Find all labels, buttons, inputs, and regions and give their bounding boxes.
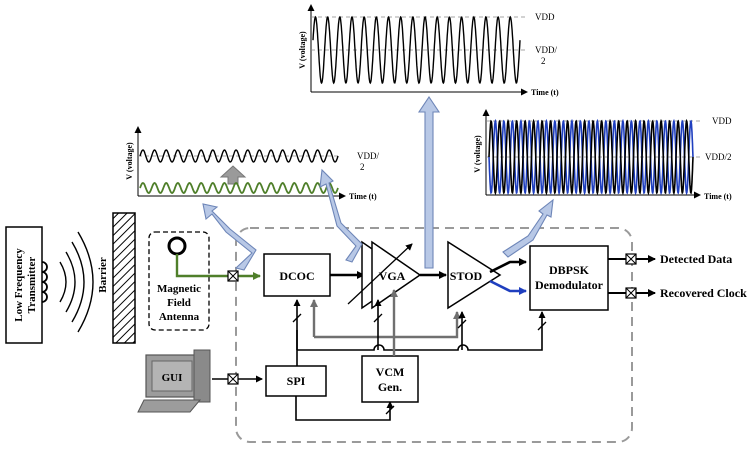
demod-label-2: Demodulator: [535, 278, 604, 292]
vcm-gen-block: VCM Gen.: [361, 355, 419, 403]
top-plot-ref-mid-1: VDD/: [535, 45, 557, 55]
vga-label: VGA: [379, 269, 406, 283]
transmitter-label-1: Low Frequency: [13, 248, 25, 322]
antenna-label-1: Magnetic: [157, 283, 201, 295]
callout-arrow-stod: [502, 198, 554, 258]
stod-label: STOD: [450, 269, 483, 283]
stod-to-demod-blue: [489, 279, 527, 295]
gui-label: GUI: [162, 372, 183, 384]
antenna-label-3: Antenna: [159, 311, 200, 323]
level-shift-arrow-icon: [219, 165, 247, 185]
plot-vga-waveform: V (voltage) Time (t) VDD VDD/ 2: [298, 4, 559, 97]
callout-arrow-dcoc: [319, 168, 363, 263]
right-plot-ref-top: VDD: [712, 116, 732, 126]
callout-arrow-vga: [417, 96, 441, 269]
vcm-label-1: VCM: [376, 365, 405, 379]
wave-right-black: [488, 118, 694, 196]
vga-block: VGA: [347, 240, 422, 310]
plot-dcoc-waveform: V (voltage) Time (t) VDD/ 2: [125, 126, 379, 201]
magnetic-field-waves-icon: [59, 231, 94, 333]
vcm-label-2: Gen.: [378, 380, 402, 394]
right-plot-ref-mid: VDD/2: [705, 152, 732, 162]
transmitter-label-2: Transmitter: [26, 257, 38, 314]
right-plot-xlabel: Time (t): [704, 192, 732, 201]
top-plot-xlabel: Time (t): [531, 88, 559, 97]
antenna-block: Magnetic Field Antenna: [148, 231, 210, 331]
wave-left-black: [139, 149, 339, 163]
spi-control-bus: [293, 299, 546, 421]
barrier-label: Barrier: [97, 257, 109, 293]
dcoc-block: DCOC: [263, 253, 331, 297]
vcm-feedback-lines: [310, 289, 461, 339]
wave-left-green: [139, 182, 339, 194]
gui-computer-icon: GUI: [137, 349, 211, 413]
top-plot-ref-mid-2: 2: [541, 56, 546, 66]
demod-label-1: DBPSK: [549, 263, 590, 277]
stod-block: STOD: [447, 240, 502, 310]
bus-width-markers: [292, 313, 547, 415]
dcoc-label: DCOC: [279, 269, 314, 283]
spi-label: SPI: [287, 374, 306, 388]
left-plot-ylabel: V (voltage): [125, 142, 134, 180]
plot-stod-waveform: V (voltage) Time (t) VDD VDD/2: [473, 109, 732, 201]
antenna-label-2: Field: [167, 297, 191, 309]
right-plot-ylabel: V (voltage): [473, 135, 482, 173]
transmitter-block: Low Frequency Transmitter: [5, 226, 43, 344]
output-detected-data: Detected Data: [608, 252, 732, 266]
top-plot-ref-top: VDD: [535, 12, 555, 22]
wave-top-black: [312, 15, 521, 85]
callout-arrow-antenna: [202, 203, 257, 271]
output-recovered-clock: Recovered Clock: [608, 286, 747, 300]
spi-block: SPI: [265, 365, 327, 397]
left-plot-xlabel: Time (t): [349, 192, 377, 201]
left-plot-ref-1: VDD/: [357, 151, 379, 161]
detected-data-label: Detected Data: [660, 252, 732, 266]
barrier: Barrier: [97, 212, 136, 344]
input-connector-icon: [227, 270, 239, 282]
left-plot-ref-2: 2: [360, 162, 365, 172]
demodulator-block: DBPSK Demodulator: [529, 245, 609, 311]
top-plot-ylabel: V (voltage): [298, 31, 307, 69]
gui-connector-icon: [212, 373, 263, 385]
system-boundary: [235, 227, 633, 443]
transmitter-coil-icon: [41, 261, 48, 303]
recovered-clock-label: Recovered Clock: [660, 286, 747, 300]
stod-to-demod-black: [489, 258, 527, 274]
